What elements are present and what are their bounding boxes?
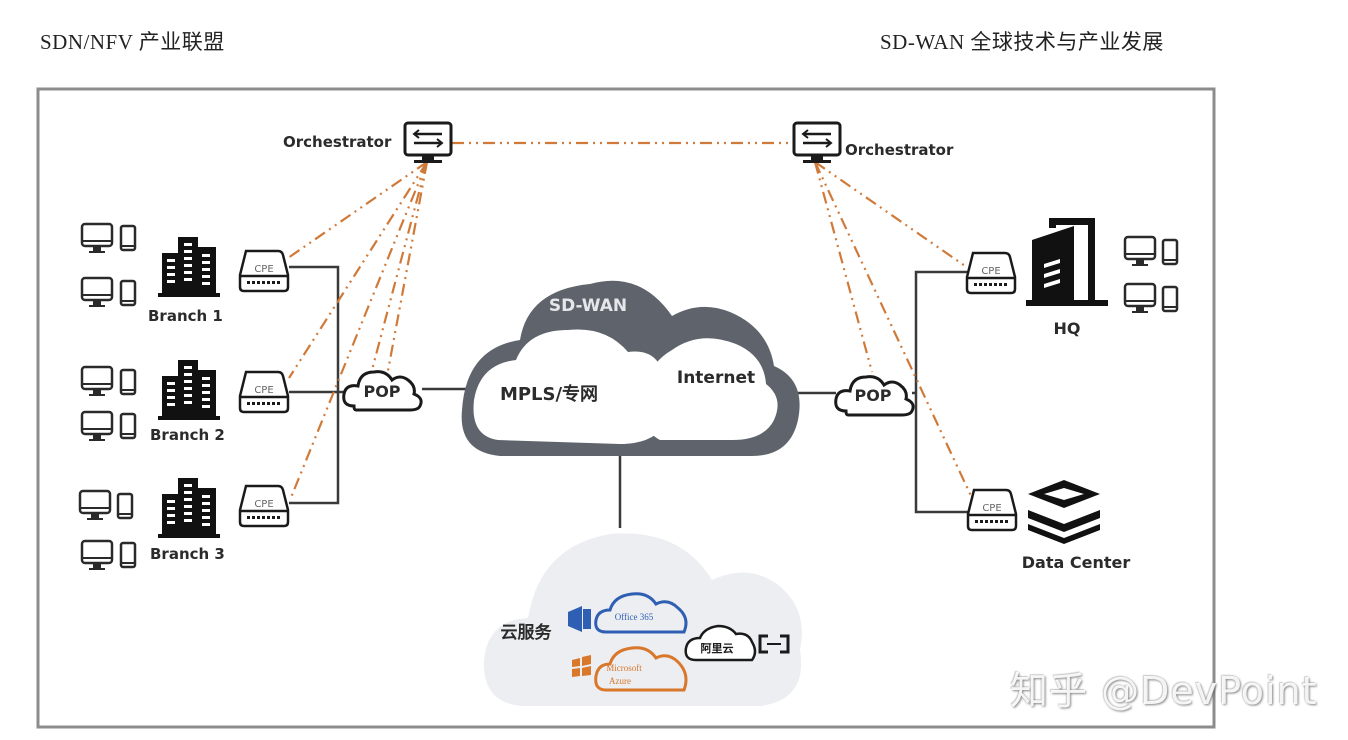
- branch-label: Branch 2: [150, 426, 225, 444]
- tablet-icon: [119, 368, 137, 396]
- tablet-icon: [116, 492, 134, 520]
- desktop-icon: [80, 276, 114, 309]
- desktop-icon: [80, 539, 114, 572]
- network-links: [289, 265, 970, 528]
- windows-icon: [572, 655, 591, 677]
- internet-label: Internet: [677, 368, 755, 388]
- cpe-label: CPE: [981, 266, 1000, 277]
- header-left-title: SDN/NFV 产业联盟: [40, 30, 225, 54]
- cpe-label: CPE: [982, 503, 1001, 514]
- pop-left: POP: [342, 370, 423, 412]
- desktop-icon: [80, 222, 114, 255]
- office-icon: [568, 606, 582, 632]
- orchestrator-monitor-icon: [792, 121, 842, 165]
- diagram-frame: [36, 87, 1216, 729]
- hq-building-icon: [1026, 218, 1108, 306]
- branch-1: Branch 1 CPE: [80, 222, 290, 325]
- branch-building-icon: [158, 478, 220, 538]
- azure-label-line2: Azure: [609, 676, 631, 686]
- orchestrator-right: Orchestrator: [792, 121, 954, 165]
- desktop-icon: [78, 489, 112, 522]
- tablet-icon: [1161, 285, 1179, 313]
- datacenter-stack-icon: [1028, 480, 1100, 544]
- pop-left-label: POP: [363, 382, 400, 401]
- orchestrator-monitor-icon: [403, 121, 453, 165]
- azure-label-line1: Microsoft: [606, 663, 642, 673]
- tablet-icon: [119, 541, 137, 569]
- sdwan-cloud: SD-WAN MPLS/专网 Internet: [461, 280, 800, 456]
- branch-3: Branch 3 CPE: [78, 478, 290, 572]
- tablet-icon: [1161, 238, 1179, 266]
- mpls-label: MPLS/专网: [500, 383, 598, 405]
- cpe-label: CPE: [254, 264, 273, 275]
- desktop-icon: [1123, 235, 1157, 268]
- office365-logo: Office 365: [568, 592, 688, 634]
- aliyun-logo: 阿里云: [684, 624, 790, 662]
- cpe-label: CPE: [254, 499, 273, 510]
- pop-right: POP: [834, 375, 915, 417]
- office365-label: Office 365: [615, 612, 654, 622]
- hq-label: HQ: [1054, 319, 1081, 338]
- orchestrator-left: Orchestrator: [283, 121, 453, 165]
- hq-site: CPE HQ: [965, 218, 1179, 338]
- orchestrator-right-label: Orchestrator: [845, 141, 954, 159]
- branch-building-icon: [158, 360, 220, 420]
- azure-logo: Microsoft Azure: [572, 646, 688, 692]
- aliyun-icon: [758, 634, 790, 654]
- orchestrator-left-label: Orchestrator: [283, 133, 392, 151]
- tablet-icon: [119, 412, 137, 440]
- link-branch-bus: [289, 265, 340, 505]
- cloud-services: 云服务 Office 365 阿里云 Microsoft: [483, 533, 802, 706]
- branch-label: Branch 3: [150, 545, 225, 563]
- cloud-services-title: 云服务: [501, 622, 553, 643]
- datacenter-label: Data Center: [1022, 553, 1131, 572]
- watermark: 知乎 @DevPoint: [1010, 669, 1318, 713]
- tablet-icon: [119, 279, 137, 307]
- mpls-cloud-shape: [473, 329, 674, 444]
- sdwan-title: SD-WAN: [549, 296, 627, 316]
- desktop-icon: [80, 365, 114, 398]
- header-right-title: SD-WAN 全球技术与产业发展: [880, 30, 1164, 54]
- cpe-label: CPE: [254, 385, 273, 396]
- branch-building-icon: [158, 237, 220, 297]
- branch-label: Branch 1: [148, 307, 223, 325]
- pop-right-label: POP: [854, 386, 891, 405]
- branch-2: Branch 2 CPE: [80, 360, 290, 444]
- desktop-icon: [80, 410, 114, 443]
- tablet-icon: [119, 224, 137, 252]
- internet-cloud-shape: [644, 338, 778, 440]
- cloud-services-shape: [483, 533, 802, 706]
- desktop-icon: [1123, 282, 1157, 315]
- datacenter-site: CPE Data Center: [966, 480, 1131, 572]
- orchestrator-control-links: [287, 141, 973, 501]
- aliyun-label: 阿里云: [701, 641, 734, 655]
